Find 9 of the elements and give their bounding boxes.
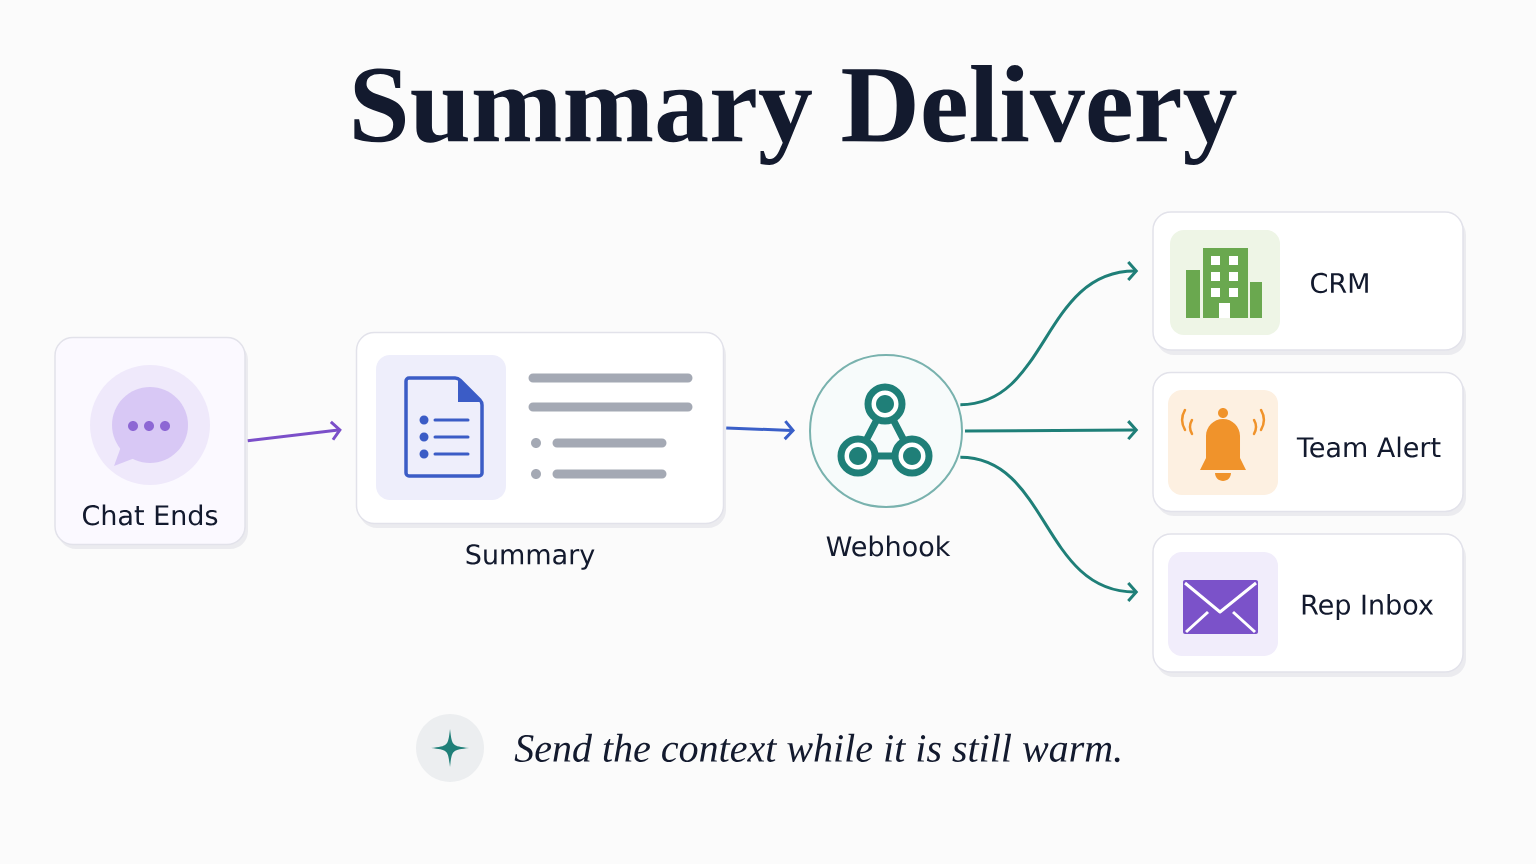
arrow	[960, 261, 1139, 407]
arrow	[247, 420, 342, 443]
title: Summary Delivery	[354, 64, 1237, 166]
node-label: Summary	[466, 544, 595, 570]
arrow	[960, 455, 1139, 602]
node-label: Webhook	[826, 535, 951, 557]
arrow	[965, 420, 1139, 441]
caption: Send the context while it is still warm.	[514, 733, 1120, 763]
arrow	[726, 420, 795, 441]
